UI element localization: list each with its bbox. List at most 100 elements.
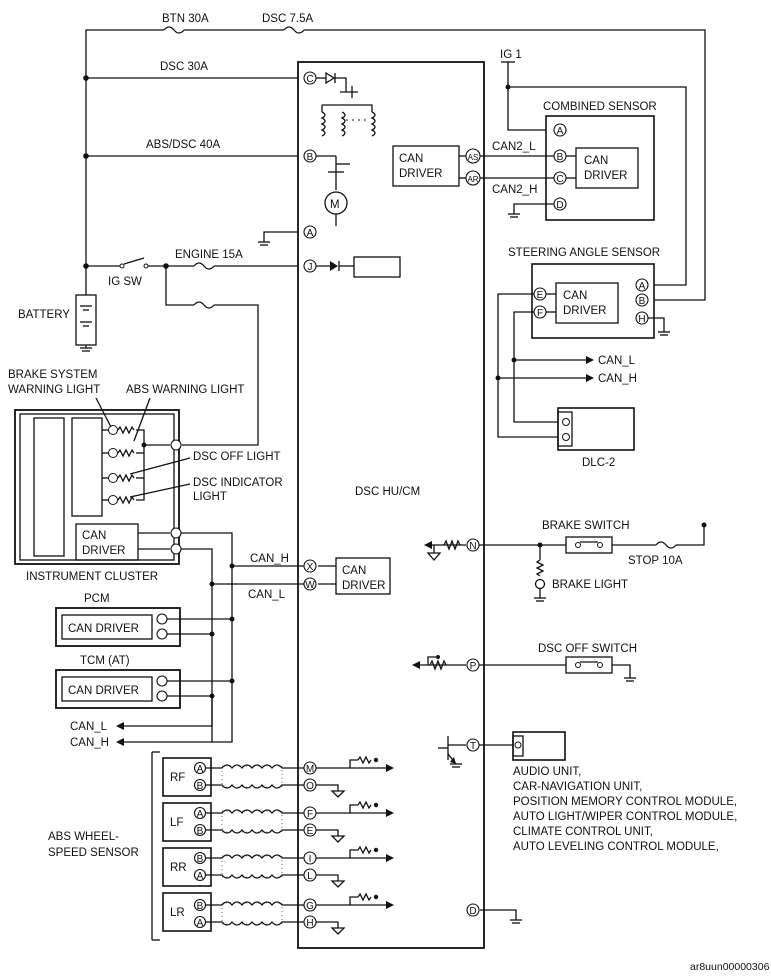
dsc-off-lamp <box>108 473 135 483</box>
dsc-off-switch <box>565 656 613 674</box>
svg-text:RR: RR <box>170 862 187 874</box>
dsc-indicator-label-1: DSC INDICATOR <box>193 477 283 489</box>
coil-symbol <box>320 111 376 137</box>
return-line-2 <box>316 874 339 881</box>
svg-text:CAN: CAN <box>563 290 587 302</box>
shield-2 <box>221 855 283 878</box>
svg-text:DRIVER: DRIVER <box>584 170 627 182</box>
battery-symbol <box>75 294 97 346</box>
svg-text:H: H <box>638 314 645 325</box>
pullup-1 <box>349 804 358 813</box>
svg-text:F: F <box>537 308 543 319</box>
brake-switch <box>565 536 613 554</box>
supply-dot-3 <box>373 894 379 900</box>
wire-return-2 <box>206 873 304 879</box>
fuse-dsc75-label: DSC 7.5A <box>262 13 313 25</box>
out-can-h-label: CAN_H <box>70 737 109 749</box>
motor-label: M <box>330 199 340 211</box>
cluster-title: INSTRUMENT CLUSTER <box>26 571 158 583</box>
svg-text:B: B <box>307 152 314 163</box>
svg-text:DRIVER: DRIVER <box>399 168 442 180</box>
wheel-sensor-label-1: ABS WHEEL- <box>48 831 119 843</box>
shield-0 <box>221 765 283 788</box>
svg-text:H: H <box>306 918 313 929</box>
svg-text:L: L <box>307 871 313 882</box>
pin-e: E <box>303 823 317 837</box>
module-title: DSC HU/CM <box>355 486 420 498</box>
pin-a: A <box>303 225 317 239</box>
svg-text:A: A <box>639 281 646 292</box>
combined-sensor-title: COMBINED SENSOR <box>543 101 657 113</box>
figure-id: ar8uun00000306 <box>690 961 770 973</box>
dsc-indicator-label-2: LIGHT <box>193 491 227 503</box>
ground-2 <box>330 880 346 888</box>
wire-return-1 <box>206 828 304 834</box>
svg-text:A: A <box>307 228 314 239</box>
input-arrow-1 <box>386 809 394 817</box>
fuse-engine15-label: ENGINE 15A <box>175 249 243 261</box>
brake-warning-label-2: WARNING LIGHT <box>8 384 100 396</box>
cluster-can-driver <box>75 523 139 561</box>
can2-h-label: CAN2_H <box>492 184 537 196</box>
fuse-absdsc40-label: ABS/DSC 40A <box>146 139 220 151</box>
dsc-indicator-lamp <box>108 495 135 505</box>
steering-sensor-box <box>531 263 655 339</box>
tcm-box <box>55 669 181 709</box>
pcm-box <box>55 607 181 647</box>
svg-text:B: B <box>197 781 204 792</box>
pin-f: F <box>303 806 317 820</box>
svg-text:J: J <box>308 262 313 273</box>
pin-p: P <box>466 658 480 672</box>
battery-label: BATTERY <box>18 309 70 321</box>
brake-warning-label-1: BRAKE SYSTEM <box>8 369 97 381</box>
svg-text:CAN: CAN <box>342 565 366 577</box>
brake-light-lamp <box>534 578 546 590</box>
pullup-0 <box>349 759 358 768</box>
svg-text:CAN: CAN <box>584 155 608 167</box>
pullup-2 <box>349 849 358 858</box>
bus-can-h-label: CAN_H <box>250 553 289 565</box>
wire-return-3 <box>206 920 304 926</box>
svg-text:CAN DRIVER: CAN DRIVER <box>68 685 139 697</box>
svg-text:CLIMATE CONTROL UNIT,: CLIMATE CONTROL UNIT, <box>513 826 653 838</box>
dlc-can-h-label: CAN_H <box>598 373 637 385</box>
svg-text:AUTO LIGHT/WIPER CONTROL MODUL: AUTO LIGHT/WIPER CONTROL MODULE, <box>513 811 737 823</box>
svg-text:E: E <box>307 826 314 837</box>
svg-text:N: N <box>469 541 476 552</box>
shield-3 <box>221 902 283 925</box>
pin-h: H <box>303 915 317 929</box>
resistor-1 <box>357 800 372 810</box>
svg-text:DRIVER: DRIVER <box>342 580 385 592</box>
svg-text:AS: AS <box>468 153 479 162</box>
resistor-2 <box>357 845 372 855</box>
steering-sensor-title: STEERING ANGLE SENSOR <box>508 247 660 259</box>
svg-text:CAN DRIVER: CAN DRIVER <box>68 623 139 635</box>
svg-text:X: X <box>307 562 314 573</box>
svg-text:POSITION MEMORY CONTROL MODULE: POSITION MEMORY CONTROL MODULE, <box>513 796 737 808</box>
svg-text:AR: AR <box>467 175 478 184</box>
svg-text:O: O <box>306 781 314 792</box>
svg-text:P: P <box>470 661 477 672</box>
connected-modules-list: AUDIO UNIT, CAR-NAVIGATION UNIT, POSITIO… <box>513 766 737 853</box>
brake-warning-lamp <box>108 425 135 435</box>
wire-signal-0 <box>206 764 304 770</box>
brake-switch-title: BRAKE SWITCH <box>542 520 630 532</box>
wire-return-0 <box>206 783 304 789</box>
pcm-title: PCM <box>84 593 110 605</box>
wire-signal-3 <box>206 901 304 907</box>
svg-text:AUDIO UNIT,: AUDIO UNIT, <box>513 766 581 778</box>
module-can-driver-bus <box>335 557 391 595</box>
pin-t: T <box>466 738 480 752</box>
brake-light-label: BRAKE LIGHT <box>552 579 628 591</box>
svg-text:CAR-NAVIGATION UNIT,: CAR-NAVIGATION UNIT, <box>513 781 642 793</box>
svg-text:B: B <box>557 152 564 163</box>
input-arrow-2 <box>386 854 394 862</box>
dsc-off-switch-title: DSC OFF SWITCH <box>538 643 637 655</box>
pin-ar: AR <box>465 170 481 186</box>
tcm-title: TCM (AT) <box>80 655 130 667</box>
wheel-input-circuits <box>316 755 394 935</box>
pin-b: B <box>303 149 317 163</box>
fuse-btn30 <box>163 26 185 34</box>
abs-warning-label: ABS WARNING LIGHT <box>126 384 244 396</box>
svg-text:LF: LF <box>170 817 183 829</box>
